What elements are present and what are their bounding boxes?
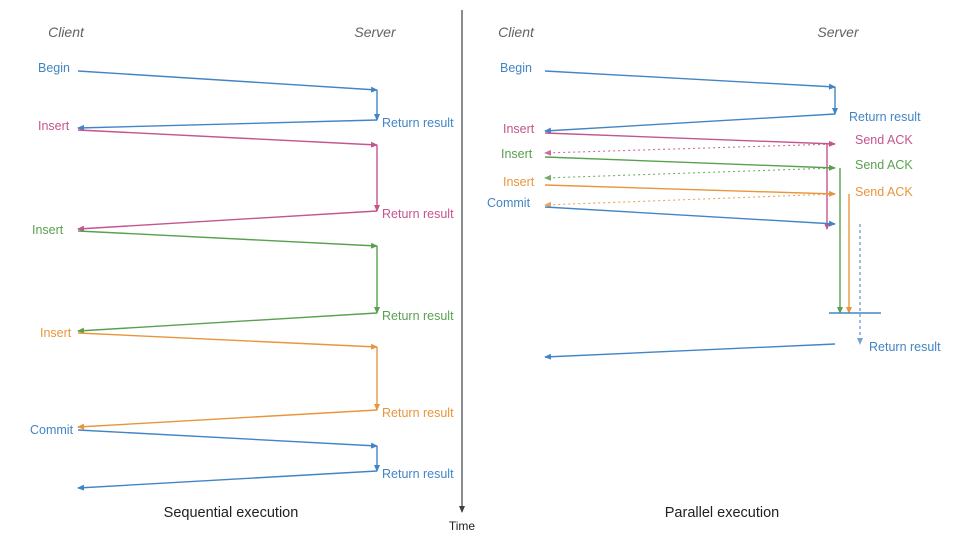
sequential-message-response-5 [77,312,378,334]
sequential-message-label-3: Return result [382,207,454,221]
parallel-message-request-8 [544,206,836,227]
parallel-message-label-3: Send ACK [855,133,913,147]
sequential-message-request-0 [77,70,378,93]
parallel-message-response-9 [544,343,836,360]
parallel-message-request-6 [544,184,836,197]
parallel-message-ack-5 [544,167,836,181]
parallel-client-lane-title: Client [498,24,535,40]
sequential-message-label-1: Return result [382,116,454,130]
sequential-message-request-8 [77,429,378,449]
sequential-message-response-7 [77,409,378,430]
parallel-message-label-4: Insert [501,147,533,161]
sequential-message-request-2 [77,129,378,148]
parallel-message-label-0: Begin [500,61,532,75]
sequential-message-response-1 [77,119,378,131]
parallel-message-ack-3 [544,143,836,156]
parallel-message-ack-7 [544,193,836,208]
parallel-message-request-4 [544,156,836,171]
parallel-caption-text: Parallel execution [665,505,779,521]
parallel-server-lane-title: Server [817,24,860,40]
sequential-message-label-5: Return result [382,309,454,323]
sequential-message-label-9: Return result [382,467,454,481]
sequential-message-label-6: Insert [40,326,72,340]
parallel-message-label-7: Send ACK [855,185,913,199]
parallel-message-label-8: Commit [487,196,531,210]
parallel-message-label-9: Return result [869,340,941,354]
parallel-message-request-0 [544,70,836,90]
time-axis-label-text: Time [449,519,476,533]
parallel-message-response-1 [544,113,836,134]
sequential-message-label-0: Begin [38,61,70,75]
parallel-message-label-1: Return result [849,110,921,124]
sequential-server-lane-title: Server [354,24,397,40]
sequential-message-label-7: Return result [382,406,454,420]
sequential-message-label-4: Insert [32,223,64,237]
sequential-message-request-6 [77,332,378,350]
parallel-message-label-5: Send ACK [855,158,913,172]
sequential-message-response-9 [77,470,378,491]
parallel-message-request-2 [544,132,836,147]
parallel-message-label-6: Insert [503,175,535,189]
sequential-message-response-3 [77,210,378,232]
sequential-client-lane-title: Client [48,24,85,40]
sequential-message-label-2: Insert [38,119,70,133]
sequential-caption-text: Sequential execution [164,505,299,521]
parallel-message-label-2: Insert [503,122,535,136]
sequential-message-label-8: Commit [30,423,74,437]
sequential-message-request-4 [77,230,378,249]
